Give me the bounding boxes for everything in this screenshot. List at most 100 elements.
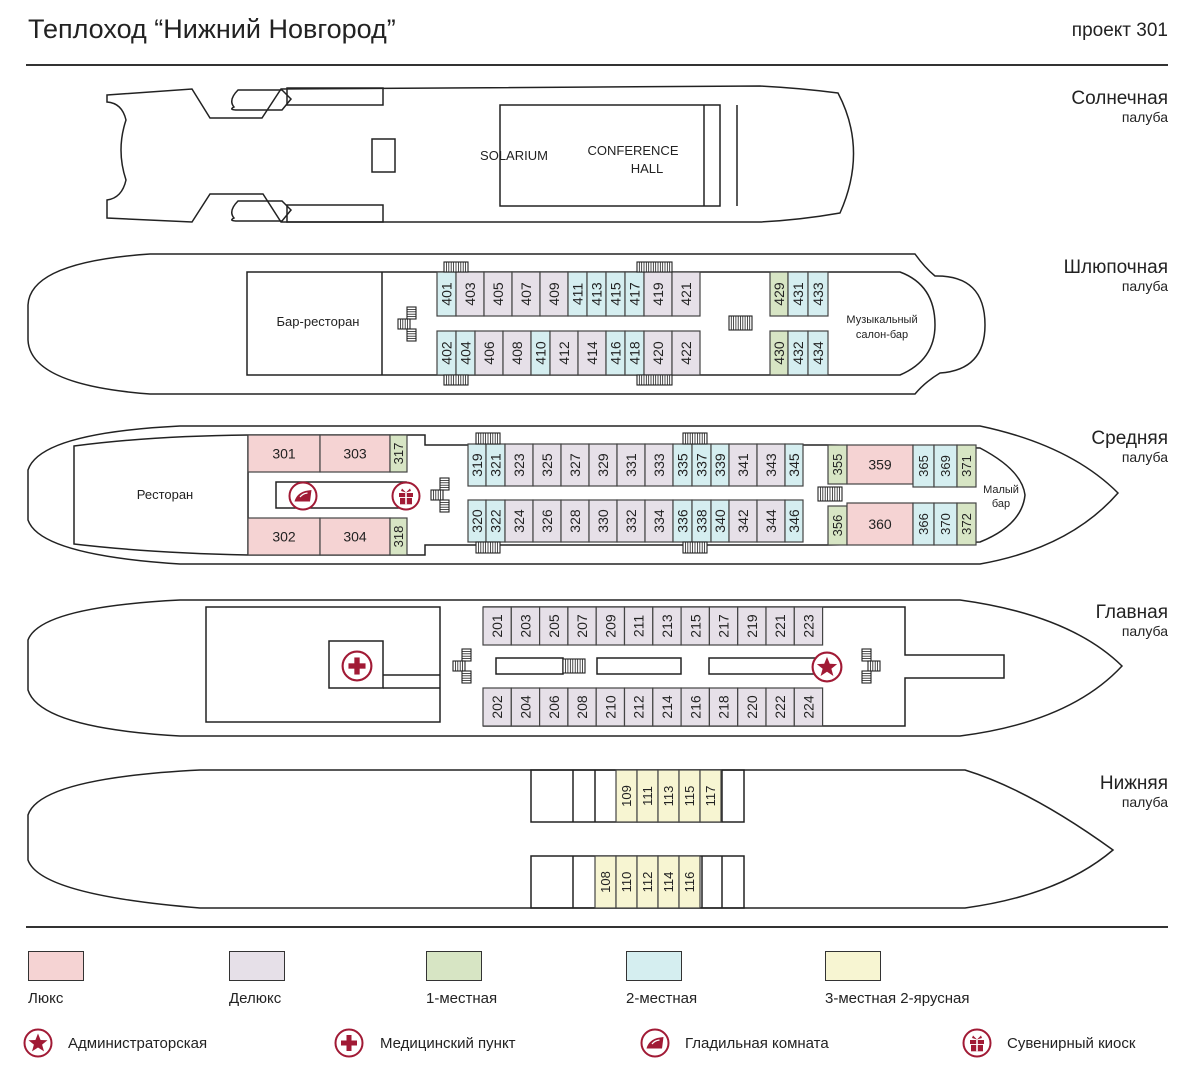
cabin-420[interactable]: 420	[643, 330, 673, 376]
cabin-407[interactable]: 407	[511, 271, 541, 317]
cabin-202[interactable]: 202	[482, 687, 512, 727]
cabin-370[interactable]: 370	[933, 502, 958, 546]
cabin-109[interactable]: 109	[615, 769, 638, 823]
cabin-112[interactable]: 112	[636, 855, 659, 909]
cabin-401[interactable]: 401	[436, 271, 457, 317]
cabin-212[interactable]: 212	[623, 687, 654, 727]
cabin-340[interactable]: 340	[710, 499, 730, 543]
cabin-343[interactable]: 343	[756, 443, 786, 487]
cabin-320[interactable]: 320	[467, 499, 487, 543]
cabin-302[interactable]: 302	[247, 517, 321, 556]
cabin-332[interactable]: 332	[616, 499, 646, 543]
cabin-408[interactable]: 408	[502, 330, 532, 376]
cabin-318[interactable]: 318	[389, 517, 408, 556]
cabin-319[interactable]: 319	[467, 443, 487, 487]
cabin-345[interactable]: 345	[784, 443, 804, 487]
cabin-113[interactable]: 113	[657, 769, 680, 823]
cabin-206[interactable]: 206	[538, 687, 569, 727]
cabin-369[interactable]: 369	[933, 444, 958, 488]
cabin-415[interactable]: 415	[605, 271, 626, 317]
cabin-414[interactable]: 414	[577, 330, 607, 376]
cabin-203[interactable]: 203	[510, 606, 541, 646]
cabin-371[interactable]: 371	[956, 444, 977, 488]
cabin-346[interactable]: 346	[784, 499, 804, 543]
cabin-336[interactable]: 336	[672, 499, 693, 543]
cabin-422[interactable]: 422	[671, 330, 701, 376]
cabin-433[interactable]: 433	[807, 271, 829, 317]
cabin-201[interactable]: 201	[482, 606, 512, 646]
cabin-217[interactable]: 217	[708, 606, 739, 646]
cabin-328[interactable]: 328	[560, 499, 590, 543]
cabin-303[interactable]: 303	[319, 434, 391, 473]
cabin-210[interactable]: 210	[595, 687, 626, 727]
cabin-218[interactable]: 218	[708, 687, 739, 727]
cabin-429[interactable]: 429	[769, 271, 789, 317]
cabin-334[interactable]: 334	[644, 499, 674, 543]
cabin-207[interactable]: 207	[567, 606, 597, 646]
cabin-419[interactable]: 419	[643, 271, 673, 317]
cabin-404[interactable]: 404	[455, 330, 476, 376]
cabin-324[interactable]: 324	[504, 499, 534, 543]
cabin-338[interactable]: 338	[691, 499, 712, 543]
cabin-372[interactable]: 372	[956, 502, 977, 546]
cabin-221[interactable]: 221	[765, 606, 795, 646]
cabin-117[interactable]: 117	[699, 769, 722, 823]
cabin-337[interactable]: 337	[691, 443, 712, 487]
cabin-208[interactable]: 208	[567, 687, 597, 727]
cabin-365[interactable]: 365	[912, 444, 935, 488]
cabin-325[interactable]: 325	[532, 443, 562, 487]
cabin-417[interactable]: 417	[624, 271, 645, 317]
cabin-335[interactable]: 335	[672, 443, 693, 487]
cabin-219[interactable]: 219	[737, 606, 767, 646]
cabin-359[interactable]: 359	[846, 444, 914, 485]
cabin-222[interactable]: 222	[765, 687, 795, 727]
cabin-421[interactable]: 421	[671, 271, 701, 317]
cabin-339[interactable]: 339	[710, 443, 730, 487]
cabin-326[interactable]: 326	[532, 499, 562, 543]
cabin-317[interactable]: 317	[389, 434, 408, 473]
cabin-333[interactable]: 333	[644, 443, 674, 487]
cabin-327[interactable]: 327	[560, 443, 590, 487]
cabin-330[interactable]: 330	[588, 499, 618, 543]
cabin-114[interactable]: 114	[657, 855, 680, 909]
cabin-409[interactable]: 409	[539, 271, 569, 317]
cabin-360[interactable]: 360	[846, 502, 914, 546]
cabin-301[interactable]: 301	[247, 434, 321, 473]
cabin-304[interactable]: 304	[319, 517, 391, 556]
cabin-211[interactable]: 211	[623, 606, 654, 646]
cabin-412[interactable]: 412	[549, 330, 579, 376]
cabin-403[interactable]: 403	[455, 271, 485, 317]
cabin-321[interactable]: 321	[485, 443, 506, 487]
cabin-323[interactable]: 323	[504, 443, 534, 487]
cabin-215[interactable]: 215	[680, 606, 710, 646]
cabin-204[interactable]: 204	[510, 687, 541, 727]
cabin-344[interactable]: 344	[756, 499, 786, 543]
cabin-356[interactable]: 356	[827, 505, 848, 546]
cabin-341[interactable]: 341	[728, 443, 758, 487]
cabin-366[interactable]: 366	[912, 502, 935, 546]
cabin-329[interactable]: 329	[588, 443, 618, 487]
cabin-216[interactable]: 216	[680, 687, 710, 727]
cabin-431[interactable]: 431	[787, 271, 809, 317]
cabin-110[interactable]: 110	[615, 855, 638, 909]
cabin-413[interactable]: 413	[586, 271, 607, 317]
cabin-331[interactable]: 331	[616, 443, 646, 487]
cabin-432[interactable]: 432	[787, 330, 809, 376]
cabin-111[interactable]: 111	[636, 769, 659, 823]
cabin-342[interactable]: 342	[728, 499, 758, 543]
cabin-355[interactable]: 355	[827, 444, 848, 485]
cabin-224[interactable]: 224	[793, 687, 824, 727]
cabin-410[interactable]: 410	[530, 330, 551, 376]
cabin-416[interactable]: 416	[605, 330, 626, 376]
cabin-406[interactable]: 406	[474, 330, 504, 376]
cabin-418[interactable]: 418	[624, 330, 645, 376]
cabin-322[interactable]: 322	[485, 499, 506, 543]
cabin-209[interactable]: 209	[595, 606, 626, 646]
cabin-214[interactable]: 214	[652, 687, 682, 727]
cabin-108[interactable]: 108	[594, 855, 617, 909]
cabin-115[interactable]: 115	[678, 769, 701, 823]
cabin-116[interactable]: 116	[678, 855, 701, 909]
cabin-411[interactable]: 411	[567, 271, 588, 317]
cabin-402[interactable]: 402	[436, 330, 457, 376]
cabin-223[interactable]: 223	[793, 606, 824, 646]
